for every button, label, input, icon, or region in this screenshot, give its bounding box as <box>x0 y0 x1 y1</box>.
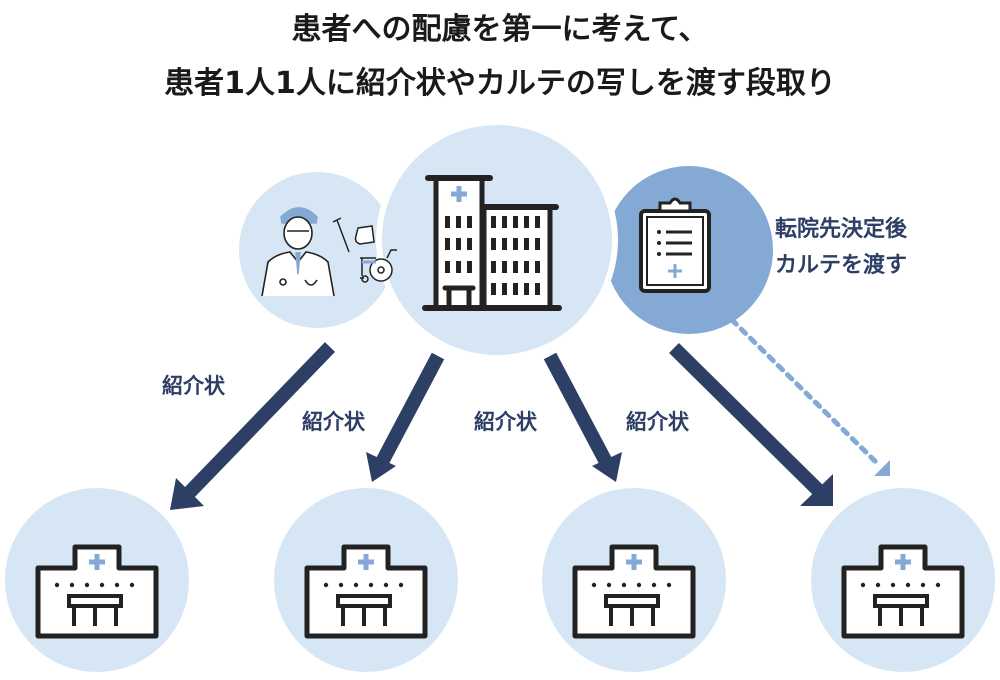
record-handoff-line-1: 転院先決定後 <box>775 217 908 242</box>
referral-arrow-3 <box>543 352 622 482</box>
referral-label-4: 紹介状 <box>626 410 689 434</box>
mobility-aids-icon <box>332 217 397 283</box>
record-dotted-arrow <box>729 317 890 476</box>
referral-label-3: 紹介状 <box>474 410 537 434</box>
clipboard-icon <box>639 197 711 293</box>
doctor-icon <box>261 207 335 297</box>
referral-label-1: 紹介状 <box>162 374 225 398</box>
doctor-circle <box>239 172 395 328</box>
referral-label-2: 紹介状 <box>302 410 365 434</box>
record-handoff-note: 転院先決定後 カルテを渡す <box>775 212 907 284</box>
referral-arrow-1 <box>170 342 336 510</box>
referral-arrow-4 <box>669 343 833 506</box>
title-line-2: 患者1人1人に紹介状やカルテの写しを渡す段取り <box>164 66 836 101</box>
hospital-building-icon <box>422 175 562 311</box>
title-line-1: 患者への配慮を第一に考えて、 <box>291 12 709 47</box>
record-handoff-line-2: カルテを渡す <box>775 253 908 278</box>
referral-arrow-2 <box>366 352 445 482</box>
